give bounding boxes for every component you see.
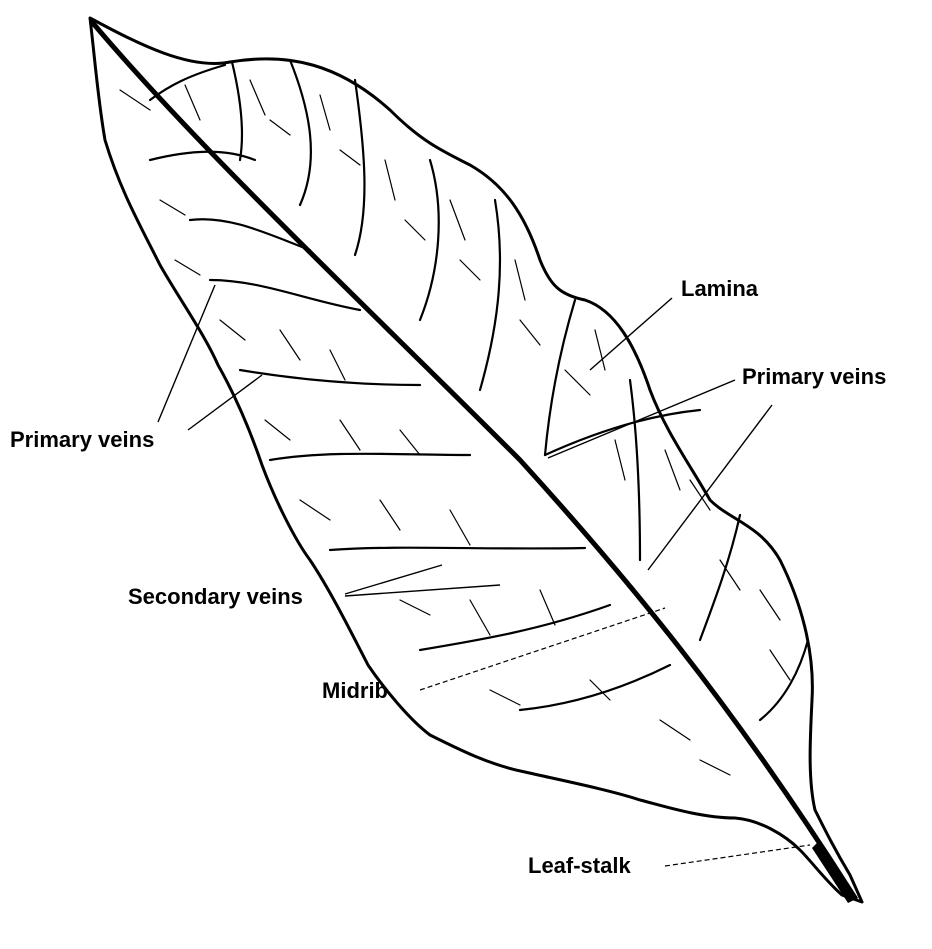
label-midrib: Midrib — [322, 678, 388, 703]
leader-leaf-stalk — [665, 845, 810, 866]
label-primary-veins-right: Primary veins — [742, 364, 886, 389]
leaf-lamina-outline — [90, 18, 862, 902]
label-secondary-veins: Secondary veins — [128, 584, 303, 609]
label-leaf-stalk: Leaf-stalk — [528, 853, 631, 878]
label-lamina: Lamina — [681, 276, 759, 301]
label-primary-veins-left: Primary veins — [10, 427, 154, 452]
